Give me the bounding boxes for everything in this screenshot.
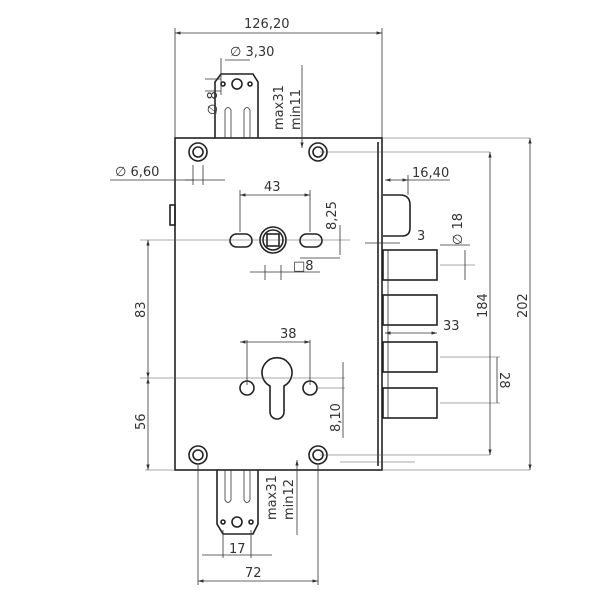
dim-slot-spacing: 43 xyxy=(264,180,281,195)
dim-height-184: 184 xyxy=(476,293,491,318)
dim-bolt-projection: 33 xyxy=(443,319,460,334)
dim-screw-hole: ∅ 6,60 xyxy=(115,165,159,180)
dim-spindle-offset: 8,25 xyxy=(325,201,340,230)
dim-bolt-pitch: 28 xyxy=(496,372,511,389)
dim-cylinder-offset: 8,10 xyxy=(329,403,344,432)
dimension-lines xyxy=(110,28,532,585)
dim-top-tang-min: min11 xyxy=(289,89,304,130)
cylinder-cutout xyxy=(239,357,318,420)
dim-height-83: 83 xyxy=(134,301,149,318)
dim-overall-width: 126,20 xyxy=(244,17,290,32)
lock-case xyxy=(169,137,383,471)
dim-bottom-tang-min: min12 xyxy=(282,479,297,520)
spindle-hub xyxy=(229,226,323,254)
dim-bottom-tang-holes: 17 xyxy=(229,542,246,557)
center-lines xyxy=(140,137,530,471)
dim-spindle-square: □8 xyxy=(293,259,314,274)
dim-tang-hole-small: ∅ 3,30 xyxy=(230,45,274,60)
dim-cylinder-hole-spacing: 38 xyxy=(280,327,297,342)
dim-height-202: 202 xyxy=(516,293,531,318)
dim-latch-projection: 16,40 xyxy=(412,166,449,181)
screw-holes xyxy=(188,142,328,465)
dim-bottom-width: 72 xyxy=(245,566,262,581)
dim-bottom-tang-max: max31 xyxy=(265,475,280,520)
bottom-tang xyxy=(216,470,259,535)
latch-and-bolts xyxy=(382,194,438,419)
top-tang xyxy=(214,73,259,138)
dim-top-tang-max: max31 xyxy=(272,85,287,130)
dim-bolt-diameter: ∅ 18 xyxy=(451,213,466,245)
dim-height-56: 56 xyxy=(134,413,149,430)
dim-tang-hole-large: ∅ 8 xyxy=(206,91,221,115)
dim-faceplate: 3 xyxy=(417,229,425,244)
